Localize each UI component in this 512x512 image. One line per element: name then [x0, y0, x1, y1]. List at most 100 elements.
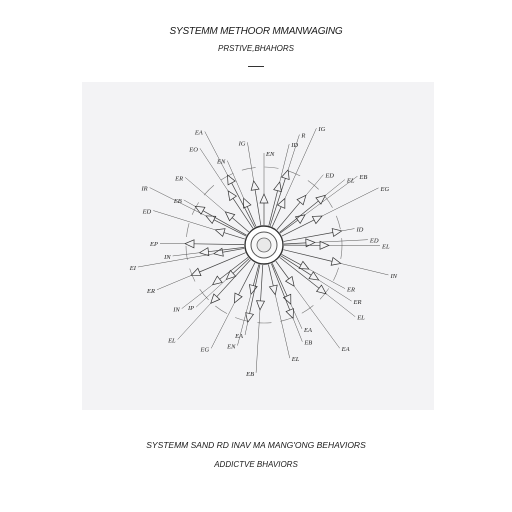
node-glyph — [227, 174, 236, 186]
diagram-panel: ENIDRIGEDELEBEGIDEDELINERERELEAEAEBELEBE… — [82, 82, 434, 410]
connector-spoke — [271, 206, 282, 227]
leader-line — [340, 263, 389, 276]
connector-spoke — [283, 232, 333, 242]
connector-spoke — [232, 258, 250, 274]
node-glyph — [298, 260, 310, 270]
node-label: EL — [356, 315, 365, 322]
node-glyph — [330, 256, 342, 266]
node-label: EB — [173, 198, 182, 205]
node-label: EB — [245, 371, 254, 378]
node-label: EA — [341, 346, 350, 353]
connector-spoke — [275, 260, 290, 280]
node-label: EN — [216, 159, 226, 166]
connector-spoke — [216, 259, 251, 297]
leader-line — [137, 253, 214, 268]
node-glyph — [311, 215, 323, 225]
leader-line — [204, 131, 228, 176]
leader-line — [341, 228, 355, 232]
leader-line — [172, 252, 200, 257]
node-glyph — [205, 215, 217, 225]
node-label: EB — [303, 340, 312, 347]
node-label: EN — [265, 151, 275, 158]
node-glyph — [234, 292, 243, 304]
node-label: ID — [356, 227, 364, 234]
connector-spoke — [276, 201, 301, 230]
hub-core — [256, 237, 272, 253]
node-label: ED — [369, 238, 379, 245]
node-label: IP — [187, 305, 194, 312]
node-glyph — [305, 238, 316, 248]
node-glyph — [285, 308, 294, 320]
node-glyph — [276, 197, 286, 209]
node-glyph — [250, 179, 260, 191]
leader-line — [153, 210, 216, 231]
node-glyph — [268, 284, 278, 296]
node-glyph — [245, 312, 255, 324]
leader-line — [181, 284, 213, 309]
leader-line — [293, 285, 340, 349]
node-label: ER — [146, 288, 155, 295]
connector-spoke — [281, 219, 315, 237]
node-glyph — [280, 168, 290, 181]
connector-spoke — [246, 206, 257, 227]
node-label: EO — [188, 146, 198, 153]
leader-line — [149, 187, 207, 217]
connector-spoke — [271, 263, 291, 311]
leader-line — [184, 177, 226, 212]
diagram-caption: SYSTEMM SAND RD INAV MA MANG'ONG BEHAVIO… — [146, 440, 366, 450]
connector-spoke — [279, 219, 299, 234]
leader-line — [314, 239, 368, 243]
connector-spoke — [268, 190, 278, 226]
connector-spoke — [213, 219, 247, 237]
node-label: EL — [291, 356, 300, 363]
connector-spoke — [281, 254, 302, 266]
connector-spoke — [283, 249, 333, 262]
radial-diagram: ENIDRIGEDELEBEGIDEDELINERERELEAEAEBELEBE… — [129, 126, 398, 378]
node-label: EN — [226, 344, 236, 351]
node-label: ER — [346, 287, 355, 294]
node-label: ER — [174, 175, 183, 182]
leader-line — [183, 199, 196, 207]
connector-spoke — [283, 242, 306, 245]
connector-spoke — [219, 256, 249, 280]
leader-line — [247, 142, 254, 181]
leader-line — [255, 309, 261, 373]
node-glyph — [284, 275, 295, 287]
node-label: EG — [200, 346, 210, 353]
connector-spoke — [252, 264, 260, 286]
leader-line — [308, 268, 346, 289]
leader-line — [156, 275, 192, 290]
leader-line — [325, 179, 346, 196]
node-label: IN — [172, 307, 180, 314]
node-label: IN — [163, 254, 171, 261]
node-glyph — [211, 275, 223, 286]
diagram-title: SYSTEMM METHOOR MMANWAGING — [169, 26, 343, 37]
connector-spoke — [280, 255, 312, 276]
node-glyph — [212, 247, 224, 257]
node-label: IG — [317, 126, 325, 133]
node-label: EA — [194, 130, 203, 137]
diagram-subtitle: PRSTIVE,BHAHORS — [217, 44, 294, 53]
node-label: ED — [142, 209, 152, 216]
leader-line — [177, 303, 211, 340]
leader-line — [237, 294, 252, 346]
connector-spoke — [194, 243, 245, 246]
leader-line — [322, 187, 379, 217]
leader-line — [292, 318, 303, 342]
node-glyph — [184, 239, 195, 249]
node-glyph — [214, 228, 226, 237]
node-glyph — [259, 193, 269, 204]
node-glyph — [227, 190, 238, 202]
leader-line — [318, 279, 352, 302]
connector-spoke — [199, 252, 246, 273]
node-glyph — [210, 293, 221, 304]
node-glyph — [308, 271, 320, 281]
diagram-subcaption: ADDICTVE BHAVIORS — [214, 460, 298, 469]
node-label: EL — [167, 338, 176, 345]
leader-line — [304, 176, 358, 215]
connector-spoke — [254, 189, 262, 226]
connector-spoke — [202, 210, 247, 236]
connector-spoke — [279, 200, 319, 233]
leader-line — [325, 293, 356, 317]
connector-spoke — [223, 232, 246, 240]
